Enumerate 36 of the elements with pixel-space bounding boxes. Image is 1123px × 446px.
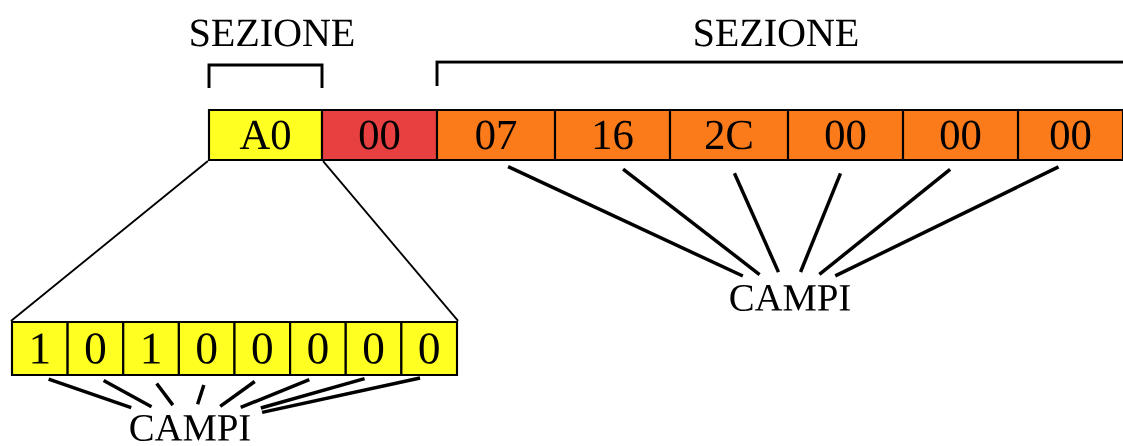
leader-line bbox=[260, 376, 366, 410]
byte-cell: A0 bbox=[207, 108, 324, 162]
byte-cell: 00 bbox=[1016, 108, 1123, 162]
leader-line bbox=[834, 165, 1060, 278]
byte-cell: 00 bbox=[320, 108, 439, 162]
expansion-line bbox=[10, 160, 209, 322]
leader-line bbox=[622, 167, 761, 276]
field-label: CAMPI bbox=[130, 415, 250, 441]
bit-cell: 0 bbox=[66, 320, 125, 377]
section-label: SEZIONE bbox=[695, 19, 858, 47]
leader-line bbox=[102, 379, 153, 409]
bit-cell: 0 bbox=[400, 320, 459, 377]
field-label: CAMPI bbox=[730, 285, 850, 311]
section-label: SEZIONE bbox=[191, 19, 354, 47]
byte-cell: 2C bbox=[668, 108, 790, 162]
leader-line bbox=[261, 376, 421, 415]
leader-line bbox=[507, 165, 744, 278]
bit-cell: 1 bbox=[10, 320, 69, 377]
byte-cell: 07 bbox=[435, 108, 557, 162]
leader-line bbox=[219, 380, 256, 408]
bit-cell: 1 bbox=[122, 320, 180, 377]
bit-cell: 0 bbox=[289, 320, 347, 377]
bit-cell: 0 bbox=[233, 320, 292, 377]
leader-line bbox=[732, 172, 781, 273]
leader-line bbox=[195, 384, 206, 405]
byte-cell: 00 bbox=[901, 108, 1020, 162]
leader-line bbox=[240, 378, 310, 409]
bit-cell: 0 bbox=[344, 320, 403, 377]
leader-line bbox=[48, 377, 132, 410]
bit-cell: 0 bbox=[177, 320, 236, 377]
byte-cell: 00 bbox=[786, 108, 905, 162]
expansion-line bbox=[322, 160, 459, 322]
leader-line bbox=[818, 168, 952, 276]
leader-line bbox=[155, 382, 175, 407]
leader-line bbox=[798, 172, 843, 273]
byte-cell: 16 bbox=[553, 108, 672, 162]
